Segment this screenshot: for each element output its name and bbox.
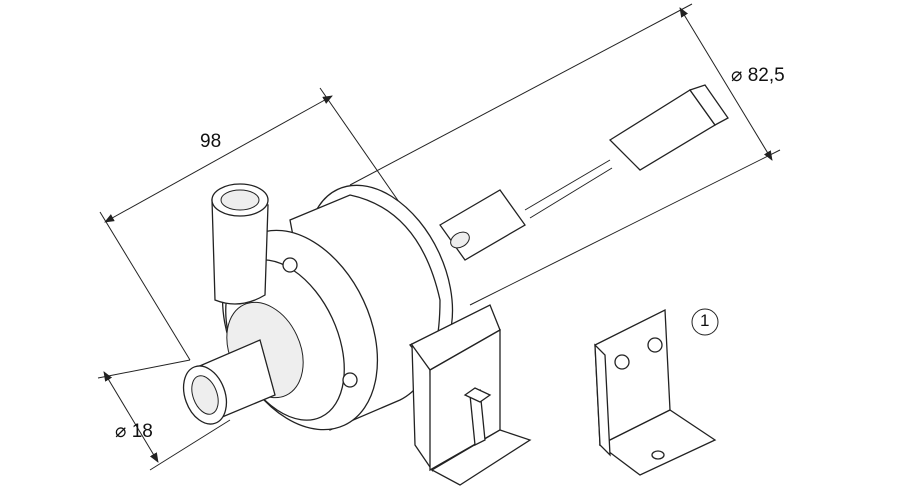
- connector-cable: [439, 84, 729, 261]
- loose-bracket: [594, 308, 717, 476]
- dimension-82-5-label: ⌀ 82,5: [731, 65, 785, 86]
- inlet-pipe: [211, 183, 269, 305]
- outlet-pipe: [182, 339, 276, 425]
- callout-circle: [691, 308, 719, 336]
- mounting-bracket: [408, 304, 532, 486]
- dimension-18-line: [97, 359, 231, 471]
- dimension-82-5-line: [349, 3, 781, 306]
- dimension-18-label: ⌀ 18: [115, 421, 153, 442]
- callout-number: 1: [700, 311, 710, 330]
- dimension-98-label: 98: [200, 131, 222, 152]
